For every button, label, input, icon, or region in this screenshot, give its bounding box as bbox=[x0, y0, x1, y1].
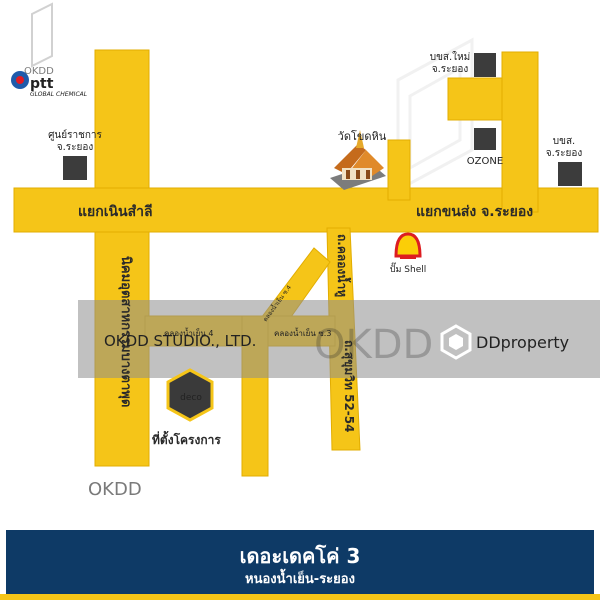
new-bus-station-label-2: จ.ระยอง bbox=[432, 64, 469, 75]
road-right-vertical bbox=[501, 51, 539, 213]
soi3-road-label: คลองน้ำเย็น ซ.3 bbox=[274, 327, 331, 338]
watermark-band bbox=[78, 300, 600, 378]
project-location-icon bbox=[166, 368, 214, 422]
bus-station-label-1: บขส. bbox=[553, 136, 575, 147]
okdd-top-text: OKDD bbox=[24, 66, 54, 77]
project-location-label: ที่ตั้งโครงการ bbox=[152, 430, 221, 447]
nikhom-road-label: นิคมอุตสาหกรรมบางตาพุด bbox=[118, 256, 133, 407]
khlong-nam-hu-road-label: ถ.คลองน้ำหู bbox=[334, 234, 352, 297]
road-network bbox=[13, 49, 599, 477]
new-bus-station-label-1: บขส.ใหม่ bbox=[430, 51, 471, 63]
bottom-accent-strip bbox=[0, 594, 600, 600]
road-shell-stub bbox=[387, 139, 411, 201]
ozone-label: OZONE bbox=[467, 156, 503, 167]
project-subtitle: หนองน้ำเย็น-ระยอง bbox=[245, 572, 355, 587]
gov-center-building-icon bbox=[63, 156, 87, 180]
road-main-horizontal bbox=[13, 187, 599, 233]
deco-logo-text: deco bbox=[180, 393, 202, 403]
watermark-studio-text: OKDD STUDIO., LTD. bbox=[104, 332, 256, 350]
watermark-okdd-text: OKDD bbox=[314, 322, 433, 368]
project-banner: เดอะเดคโค่ 3 หนองน้ำเย็น-ระยอง bbox=[6, 530, 594, 594]
okdd-logo-icon bbox=[31, 2, 53, 68]
khon-song-label: แยกขนส่ง จ.ระยอง bbox=[416, 204, 533, 220]
ddproperty-logo-text: DDproperty bbox=[476, 333, 569, 352]
nern-samlee-label: แยกเนินสำลี bbox=[78, 204, 153, 220]
road-left-vertical bbox=[94, 49, 150, 467]
soi-left-road-label: คลองน้ำเย็น 4 bbox=[164, 327, 213, 338]
ptt-logo-subtext: GLOBAL CHEMICAL bbox=[30, 91, 87, 98]
gov-center-label-1: ศูนย์ราชการ bbox=[48, 129, 102, 141]
shell-label: ปั๊ม Shell bbox=[390, 262, 426, 275]
gov-center-label-2: จ.ระยอง bbox=[57, 142, 94, 153]
temple-icon bbox=[330, 130, 386, 190]
temple-label: วัดโขดหิน bbox=[338, 129, 387, 143]
bus-station-label-2: จ.ระยอง bbox=[546, 148, 583, 159]
project-title: เดอะเดคโค่ 3 bbox=[239, 544, 361, 568]
ozone-building-icon bbox=[474, 128, 496, 150]
okdd-bottom-text: OKDD bbox=[88, 479, 142, 500]
ptt-logo-text: ptt bbox=[30, 76, 54, 92]
bus-station-building-icon bbox=[558, 162, 582, 186]
new-bus-station-building-icon bbox=[474, 53, 496, 77]
shell-icon bbox=[394, 232, 422, 259]
sukhumvit-road-label: ถ.สุขุมวิท 52-54 bbox=[341, 340, 356, 432]
ddproperty-logo-icon bbox=[440, 324, 472, 360]
